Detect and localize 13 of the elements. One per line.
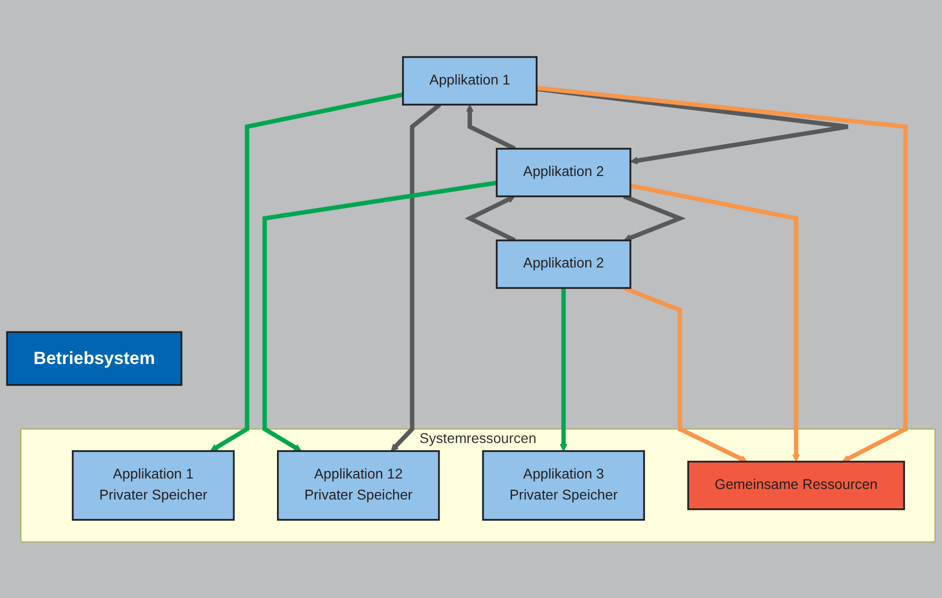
node-box: Applikation 2 [496,239,632,288]
arrow [210,92,404,451]
node-box: Applikation 2 [496,147,632,197]
arrow [536,85,908,462]
arrow [560,288,568,451]
node-box: Applikation 1 [402,56,538,106]
arrow [262,180,498,451]
node-box: Applikation 3 Privater Speicher [482,450,645,520]
node-box: Betriebsystem [6,330,182,386]
arrow [630,183,800,462]
node-box: Applikation 1 Privater Speicher [72,450,235,520]
node-box: Gemeinsame Ressourcen [687,460,905,510]
node-box: Applikation 12 Privater Speicher [277,450,440,520]
